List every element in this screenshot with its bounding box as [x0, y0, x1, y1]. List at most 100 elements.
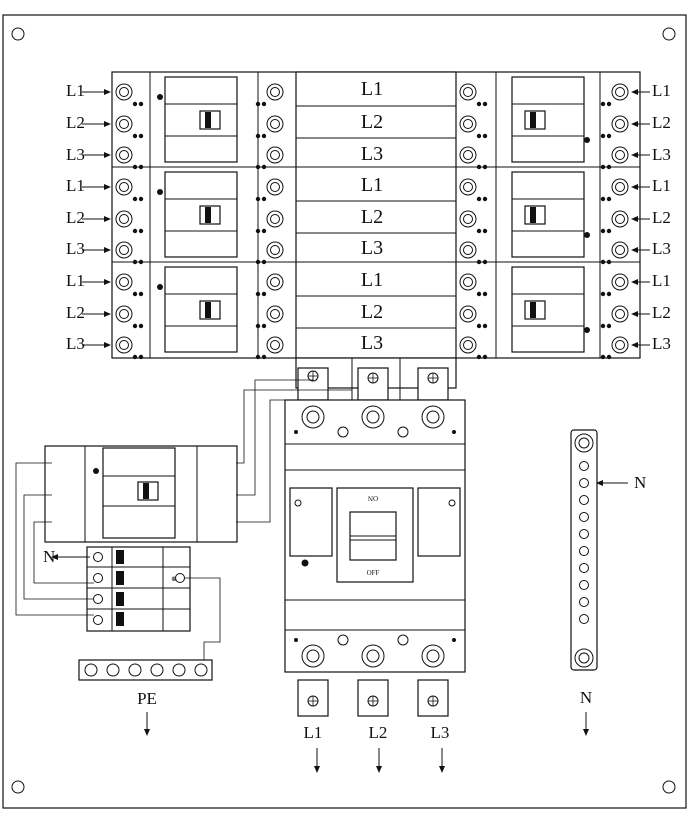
busbar-label: L3 [361, 332, 383, 354]
control-breaker [44, 445, 238, 543]
terminal-screw [255, 273, 284, 297]
feed-arrow-head [104, 89, 111, 95]
right-breaker-column [495, 72, 601, 358]
output-label: L2 [369, 723, 388, 742]
terminal-screw [255, 115, 284, 139]
terminal-screw [459, 146, 488, 170]
terminal-screw [255, 83, 284, 107]
terminal-screw [600, 210, 629, 234]
mount-hole-br [662, 780, 676, 794]
phase-label: L2 [66, 113, 85, 132]
output-label: L3 [431, 723, 450, 742]
feed-arrow-head [104, 121, 111, 127]
terminal-screw [255, 146, 284, 170]
feed-arrow-head [104, 216, 111, 222]
phase-label: L3 [66, 145, 85, 164]
mount-hole-bl [11, 780, 25, 794]
terminal-screw [459, 210, 488, 234]
right-breaker-3 [511, 266, 585, 353]
terminal-screw [115, 115, 144, 139]
terminal-screw [115, 146, 144, 170]
terminal-screw [600, 83, 629, 107]
terminal-screw [255, 336, 284, 360]
phase-label: L1 [66, 81, 85, 100]
earth-bar: PE [78, 659, 213, 736]
left-phase-labels: L1 L2 L3 L1 L2 L3 L1 L2 L3 [66, 81, 85, 353]
terminal-screw [115, 83, 144, 107]
busbar-label: L1 [361, 174, 383, 196]
terminal-screw [459, 273, 488, 297]
terminal-screw [600, 273, 629, 297]
terminal-screw [115, 273, 144, 297]
neutral-label-bottom: N [580, 688, 592, 707]
phase-label: L3 [652, 334, 671, 353]
left-breaker-1 [164, 76, 238, 163]
feed-arrow-head [631, 152, 638, 158]
phase-label: L2 [652, 208, 671, 227]
breaker-on-label: ON [368, 494, 378, 502]
phase-label: L2 [652, 303, 671, 322]
terminal-screw [115, 178, 144, 202]
feed-arrow-head [631, 311, 638, 317]
right-breaker-1 [511, 76, 585, 163]
feed-arrow-head [104, 247, 111, 253]
output-label: L1 [304, 723, 323, 742]
feed-arrow-head [104, 184, 111, 190]
busbar-label: L1 [361, 269, 383, 291]
busbar-label: L2 [361, 206, 383, 228]
earth-label: PE [137, 689, 157, 708]
terminal-screw [459, 115, 488, 139]
terminal-screw [115, 336, 144, 360]
phase-label: L2 [66, 303, 85, 322]
phase-label: L1 [652, 81, 671, 100]
terminal-screw [600, 115, 629, 139]
terminal-screw [459, 241, 488, 265]
feed-arrow-head [631, 216, 638, 222]
terminal-screw [115, 210, 144, 234]
terminal-screw [459, 336, 488, 360]
terminal-screw [115, 305, 144, 329]
svg-text:⊗: ⊗ [171, 575, 177, 583]
phase-label: L3 [66, 334, 85, 353]
feed-arrow-head [631, 121, 638, 127]
feed-arrow-head [631, 89, 638, 95]
phase-label: L2 [66, 208, 85, 227]
phase-label: L2 [652, 113, 671, 132]
phase-label: L3 [652, 239, 671, 258]
phase-label: L1 [652, 176, 671, 195]
terminal-screw [600, 336, 629, 360]
terminal-screw [255, 210, 284, 234]
phase-label: L3 [66, 239, 85, 258]
phase-label: L1 [652, 271, 671, 290]
phase-label: L3 [652, 145, 671, 164]
terminal-screw [459, 83, 488, 107]
busbar-label: L2 [361, 301, 383, 323]
phase-label: L1 [66, 176, 85, 195]
terminal-screw [600, 178, 629, 202]
wiring [15, 376, 401, 666]
terminal-screw [255, 241, 284, 265]
busbar-label: L1 [361, 78, 383, 100]
feed-arrow-head [104, 342, 111, 348]
terminal-screw [600, 305, 629, 329]
terminal-screw [600, 241, 629, 265]
feed-arrow-head [631, 247, 638, 253]
rcd-block: ⊗ N [43, 546, 191, 632]
phase-label: L1 [66, 271, 85, 290]
terminal-screw [115, 241, 144, 265]
terminal-screw [600, 146, 629, 170]
busbar-label: L3 [361, 237, 383, 259]
mount-hole-tl [11, 27, 25, 41]
terminal-screw [255, 305, 284, 329]
left-breaker-column [149, 72, 259, 358]
terminal-screw [459, 305, 488, 329]
busbar-feed [295, 357, 457, 401]
busbar-label-column: L1 L2 L3 L1 L2 L3 L1 L2 L3 [295, 71, 457, 359]
breaker-off-label: OFF [367, 569, 380, 577]
left-breaker-2 [164, 171, 238, 258]
busbar-label: L2 [361, 111, 383, 133]
neutral-label-right: N [634, 473, 646, 492]
busbar-label: L3 [361, 143, 383, 165]
feed-arrow-head [631, 184, 638, 190]
left-breaker-3 [164, 266, 238, 353]
